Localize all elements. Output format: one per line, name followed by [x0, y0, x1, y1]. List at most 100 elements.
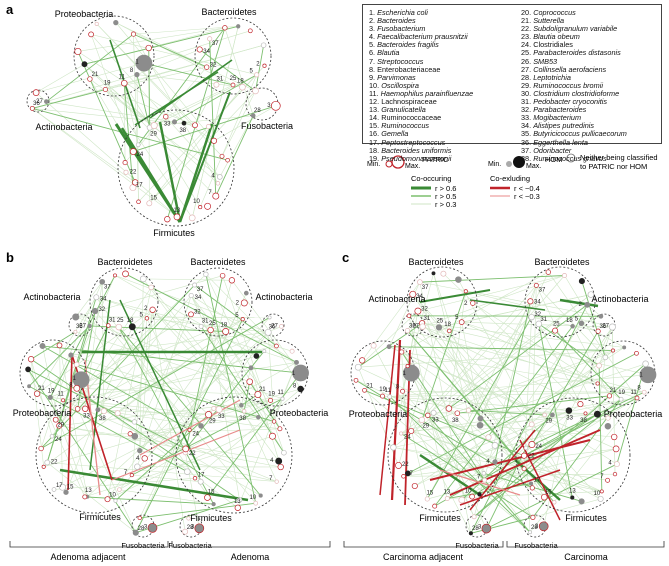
taxon-node	[402, 364, 420, 382]
taxa-legend-number: 18.	[369, 145, 380, 155]
taxon-node	[242, 409, 247, 414]
taxa-legend-item: 35. Butyricicoccus pullicaecorum	[521, 130, 661, 138]
taxon-node	[440, 270, 447, 277]
taxon-node	[25, 366, 31, 373]
group-label-fusobacteria: Fusobacteria	[168, 541, 212, 550]
taxon-node	[254, 391, 262, 398]
taxon-number: 4	[486, 459, 490, 465]
taxa-legend-item: 37. Odoribacter	[521, 145, 661, 155]
taxon-node	[228, 277, 236, 284]
co-occurrence-edge	[538, 323, 573, 498]
taxon-node	[230, 82, 236, 88]
co-occurrence-edge	[529, 397, 638, 533]
co-occurrence-edge	[408, 315, 533, 489]
co-occurrence-edge	[191, 295, 297, 363]
taxa-legend-item: 17. Peptostreptococcus	[369, 138, 517, 147]
phylum-cluster-circle	[387, 397, 503, 513]
co-occurrence-edge	[152, 309, 275, 422]
taxon-node	[187, 427, 192, 432]
co-exclusion-edge	[390, 339, 402, 501]
co-occurrence-edge	[389, 346, 614, 351]
taxon-node	[408, 427, 415, 435]
taxon-node	[445, 405, 453, 412]
taxon-number: 33	[566, 416, 573, 422]
taxon-node	[198, 205, 203, 210]
taxon-node	[465, 407, 472, 413]
taxon-node	[578, 320, 585, 327]
co-occurrence-edge	[461, 322, 481, 419]
taxon-number: 10	[109, 492, 116, 498]
taxon-node	[52, 416, 59, 423]
taxon-node	[73, 361, 80, 368]
taxon-node	[541, 493, 548, 501]
taxon-node	[253, 500, 259, 506]
taxon-node	[414, 307, 422, 315]
taxon-node	[612, 471, 618, 477]
taxon-node	[386, 344, 392, 350]
co-occurrence-edge	[597, 398, 622, 415]
taxa-legend-item: 3. Fusobacterium	[369, 25, 517, 33]
taxon-node	[127, 431, 133, 437]
co-occurrence-edge	[388, 346, 617, 450]
taxon-number: 28	[187, 525, 194, 531]
co-occurrence-edge	[105, 89, 193, 219]
taxon-node	[359, 357, 366, 364]
taxon-number: 33	[432, 418, 439, 424]
taxon-number: 17	[406, 471, 413, 477]
taxon-number: 22	[528, 454, 535, 460]
co-occurrence-edge	[581, 323, 625, 348]
taxon-number: 32	[98, 307, 105, 313]
taxon-node	[292, 364, 309, 382]
taxon-node	[144, 316, 150, 321]
co-occurrence-edge	[598, 365, 603, 492]
co-occurrence-edge	[143, 30, 251, 64]
taxon-number: 19	[618, 390, 625, 396]
taxon-node	[642, 360, 649, 368]
co-occurrence-edge	[27, 369, 186, 450]
co-occurrence-edge	[70, 354, 275, 422]
taxon-number: 21	[38, 386, 45, 392]
taxon-node	[604, 422, 612, 430]
taxon-number: 38	[179, 128, 186, 134]
taxon-node	[432, 503, 438, 509]
co-occurrence-edge	[123, 83, 126, 163]
co-occurrence-edge	[136, 74, 243, 88]
co-occurrence-edge	[231, 280, 301, 374]
taxon-number: 34	[100, 297, 107, 303]
co-occurrence-edge	[118, 326, 262, 496]
taxa-legend-name: Odoribacter	[533, 145, 572, 155]
taxon-number: 37	[539, 287, 546, 293]
taxon-node	[528, 441, 536, 448]
key-patric-label: PATRIC	[422, 155, 449, 164]
taxa-legend-item: 2. Bacteroides	[369, 17, 517, 25]
key-cooccur-light-text: r > 0.3	[435, 200, 456, 209]
key-hom-large-icon	[513, 156, 525, 168]
taxon-node	[73, 384, 81, 392]
taxon-node	[418, 416, 426, 424]
taxon-number: 27	[36, 99, 43, 105]
taxon-node	[277, 463, 284, 471]
co-occurrence-edge	[47, 462, 277, 482]
group-label-actinobacteria: Actinobacteria	[368, 294, 425, 304]
taxa-legend-number: 22.	[521, 24, 532, 34]
bottom-label-carcinoma: Carcinoma	[564, 552, 608, 562]
taxon-number: 19	[48, 389, 55, 395]
key-cooccur-mid-text: r > 0.5	[435, 192, 456, 201]
taxon-node	[72, 371, 90, 389]
taxon-number: 24	[55, 437, 62, 443]
co-occurrence-edge	[419, 275, 565, 283]
taxon-number: 5	[250, 68, 254, 74]
taxon-node	[599, 489, 604, 494]
co-occurrence-edge	[402, 390, 645, 393]
co-occurrence-edge	[421, 323, 573, 498]
co-occurrence-edge	[597, 357, 606, 415]
taxon-node	[102, 86, 108, 93]
taxon-number: 22	[189, 451, 196, 457]
taxa-legend-name: Parabacteroides	[533, 105, 587, 115]
co-occurrence-edge	[114, 275, 269, 333]
taxa-legend-number: 26.	[521, 56, 532, 66]
co-occurrence-edge	[27, 369, 137, 533]
taxa-legend-item: 27. Collinsella aerofaciens	[521, 65, 661, 74]
taxon-node	[164, 216, 171, 223]
